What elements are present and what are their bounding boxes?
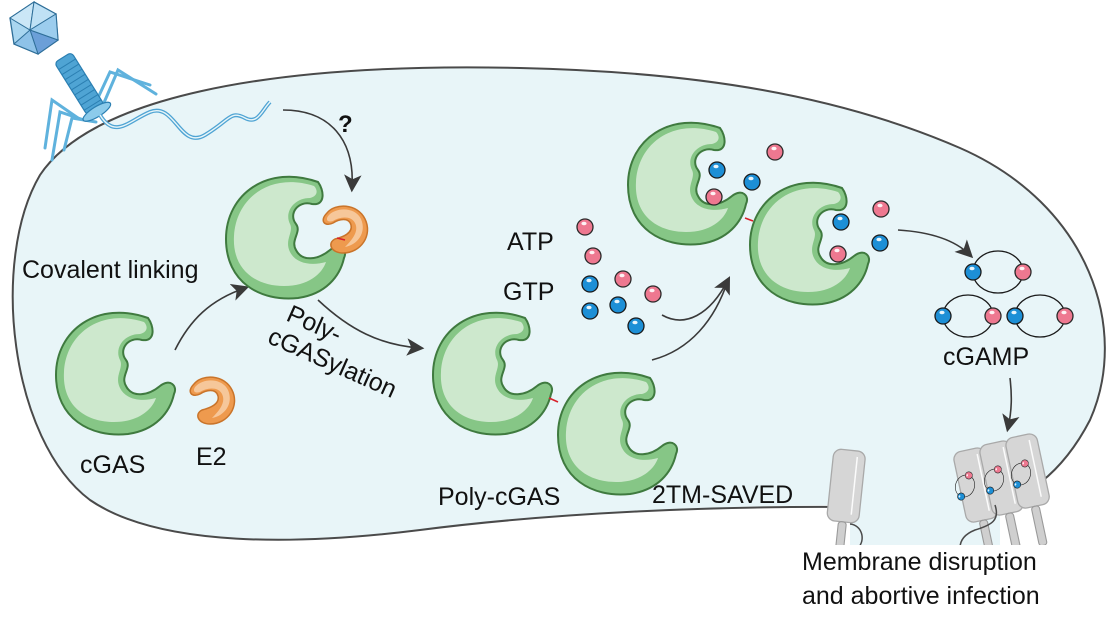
gtp-molecule-icon: [581, 302, 599, 320]
atp-label: ATP: [507, 228, 554, 256]
gtp-molecule-icon: [832, 213, 850, 231]
gtp-molecule-icon: [708, 161, 726, 179]
nucleotide-binding-arrow: [661, 276, 731, 321]
atp-molecule-icon: [872, 200, 890, 218]
atp-molecule-icon: [705, 188, 723, 206]
covalent-link: [336, 237, 346, 241]
bacteriophage-icon: [9, 0, 272, 162]
e2-label: E2: [196, 443, 227, 471]
atp-molecule-icon: [829, 245, 847, 263]
gtp-molecule-icon: [743, 173, 761, 191]
atp-molecule-icon: [614, 270, 632, 288]
gtp-molecule-icon: [609, 296, 627, 314]
cell-outline: [11, 66, 1106, 541]
atp-molecule-icon: [576, 218, 594, 236]
cgamp-to-saved-arrow: [1002, 377, 1020, 433]
gtp-label: GTP: [503, 278, 554, 306]
outcome-label-line2: and abortive infection: [802, 582, 1040, 610]
cgas-label: cGAS: [80, 451, 145, 479]
poly-cgasylation-arrow: [317, 299, 425, 356]
cgamp-label: cGAMP: [943, 343, 1029, 371]
atp-molecule-icon: [584, 247, 602, 265]
covalent-linking-label: Covalent linking: [22, 256, 199, 284]
unknown-mechanism-label: ?: [338, 111, 353, 138]
phage-capsid: [9, 0, 60, 55]
saved-oligomer: [951, 431, 1060, 564]
gtp-molecule-icon: [581, 275, 599, 293]
gtp-molecule-icon: [627, 317, 645, 335]
poly-cgas-link: [548, 397, 559, 403]
atp-molecule-icon: [644, 285, 662, 303]
cgamp-synthesis-arrow: [897, 229, 974, 259]
dna-to-cgas-arrow: [282, 109, 362, 193]
outcome-label-line1: Membrane disruption: [802, 548, 1037, 576]
atp-molecule-icon: [766, 143, 784, 161]
covalent-linking-arrow: [174, 283, 250, 351]
phage-legs: [43, 67, 158, 162]
gtp-molecule-icon: [871, 234, 889, 252]
2tm-saved-label: 2TM-SAVED: [652, 481, 793, 509]
active-cgas-link: [744, 217, 754, 222]
activation-arrow: [651, 279, 729, 361]
poly-cgas-label: Poly-cGAS: [438, 483, 560, 511]
